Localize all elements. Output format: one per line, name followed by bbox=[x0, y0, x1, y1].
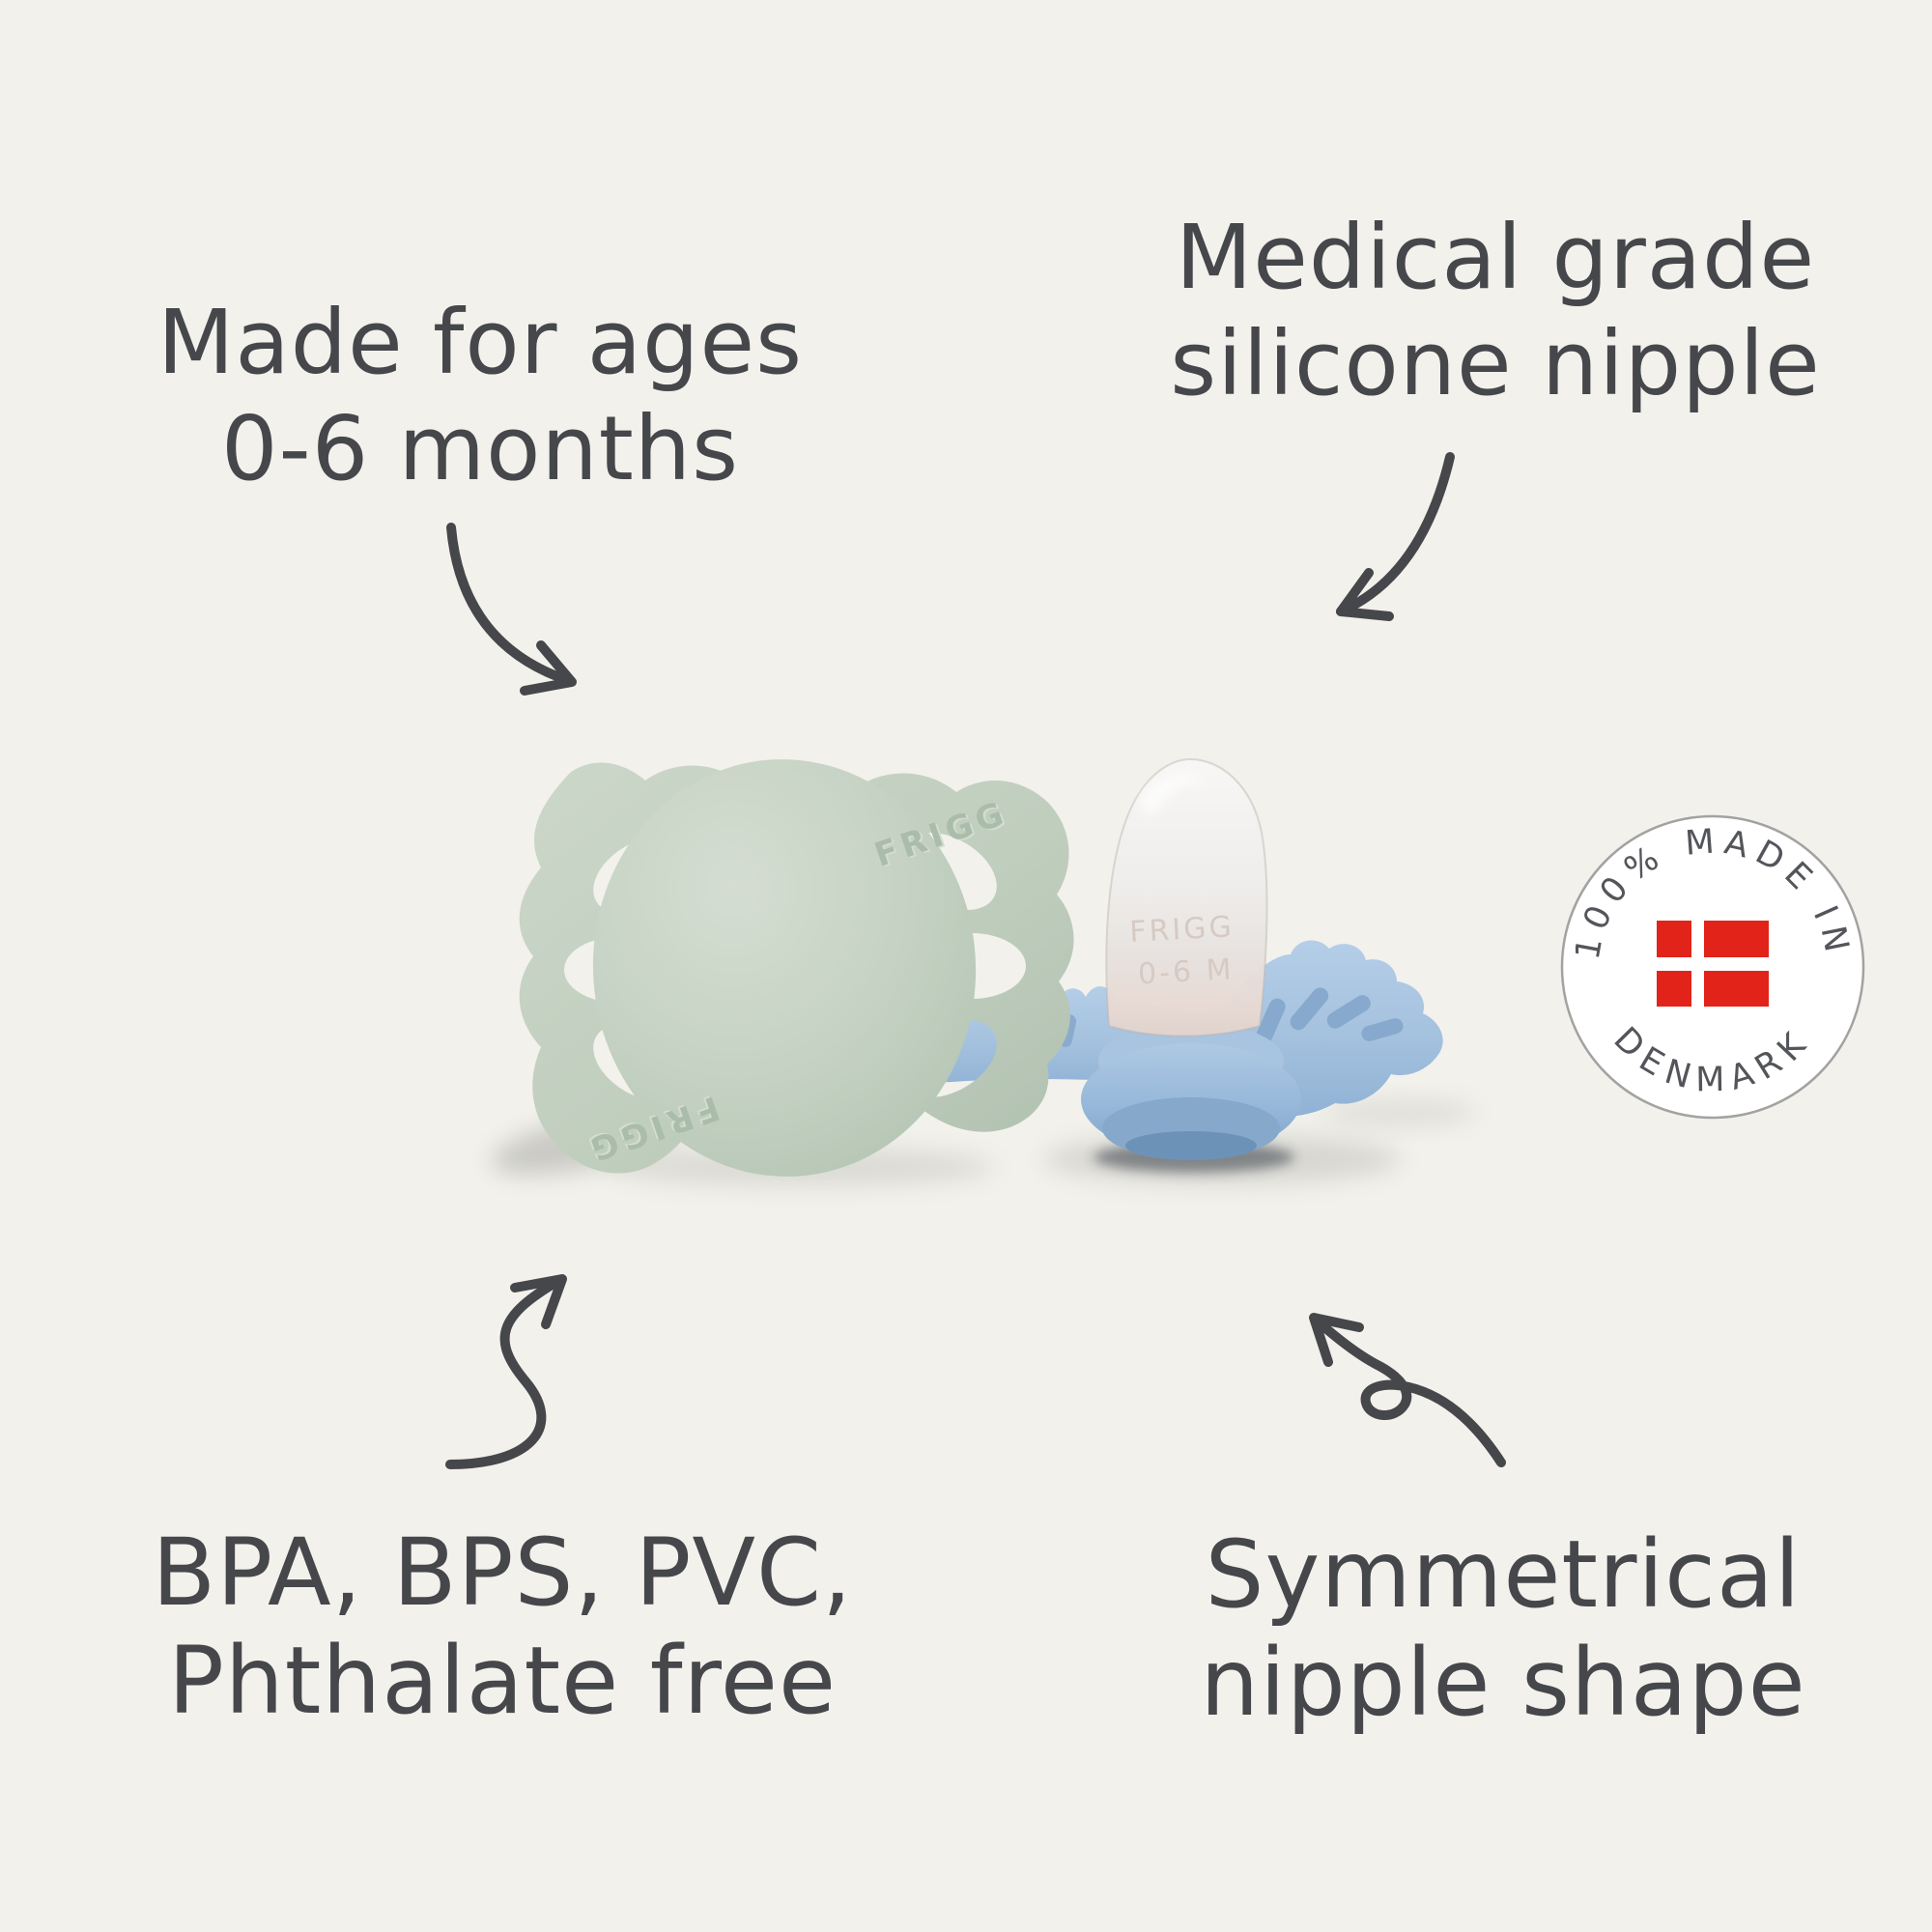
arrow-top-left bbox=[446, 523, 577, 696]
nipple-embossed-mark: FRIGG 0-6 M bbox=[1128, 910, 1235, 991]
made-in-denmark-badge: 100% MADE IN DENMARK bbox=[1560, 814, 1865, 1120]
callout-line: BPA, BPS, PVC, bbox=[152, 1519, 853, 1627]
callout-medical-grade: Medical grade silicone nipple bbox=[1170, 205, 1820, 417]
blue-pacifier: FRIGG 0-6 M bbox=[898, 757, 1443, 1160]
danish-flag-icon bbox=[1657, 921, 1769, 1007]
callout-chemical-free: BPA, BPS, PVC, Phthalate free bbox=[152, 1519, 852, 1735]
callout-line: Made for ages bbox=[156, 291, 804, 394]
callout-symmetrical-shape: Symmetrical nipple shape bbox=[1200, 1520, 1805, 1737]
arrow-bottom-left bbox=[445, 1274, 567, 1469]
callout-made-for-ages: Made for ages 0-6 months bbox=[157, 290, 803, 502]
nipple-mark-line1: FRIGG bbox=[1128, 910, 1235, 950]
arrow-top-right bbox=[1336, 452, 1455, 621]
callout-line: nipple shape bbox=[1200, 1629, 1806, 1737]
blue-wing-slots bbox=[1256, 987, 1404, 1044]
arrow-bottom-right bbox=[1309, 1313, 1506, 1467]
callout-line: Medical grade bbox=[1175, 206, 1816, 309]
callout-line: silicone nipple bbox=[1170, 312, 1821, 415]
callout-line: 0-6 months bbox=[220, 397, 740, 500]
green-dome-button bbox=[592, 759, 977, 1177]
nipple-mark-line2: 0-6 M bbox=[1137, 952, 1235, 991]
green-pacifier: FRIGG FRIGG FRIGG FRIGG bbox=[519, 759, 1074, 1177]
callout-arrows bbox=[445, 452, 1506, 1469]
callout-line: Phthalate free bbox=[167, 1627, 838, 1735]
callout-line: Symmetrical bbox=[1205, 1520, 1802, 1629]
nipple-highlight bbox=[1140, 776, 1209, 819]
silicone-nipple bbox=[1105, 757, 1268, 1037]
blue-base-button bbox=[1081, 1022, 1301, 1160]
